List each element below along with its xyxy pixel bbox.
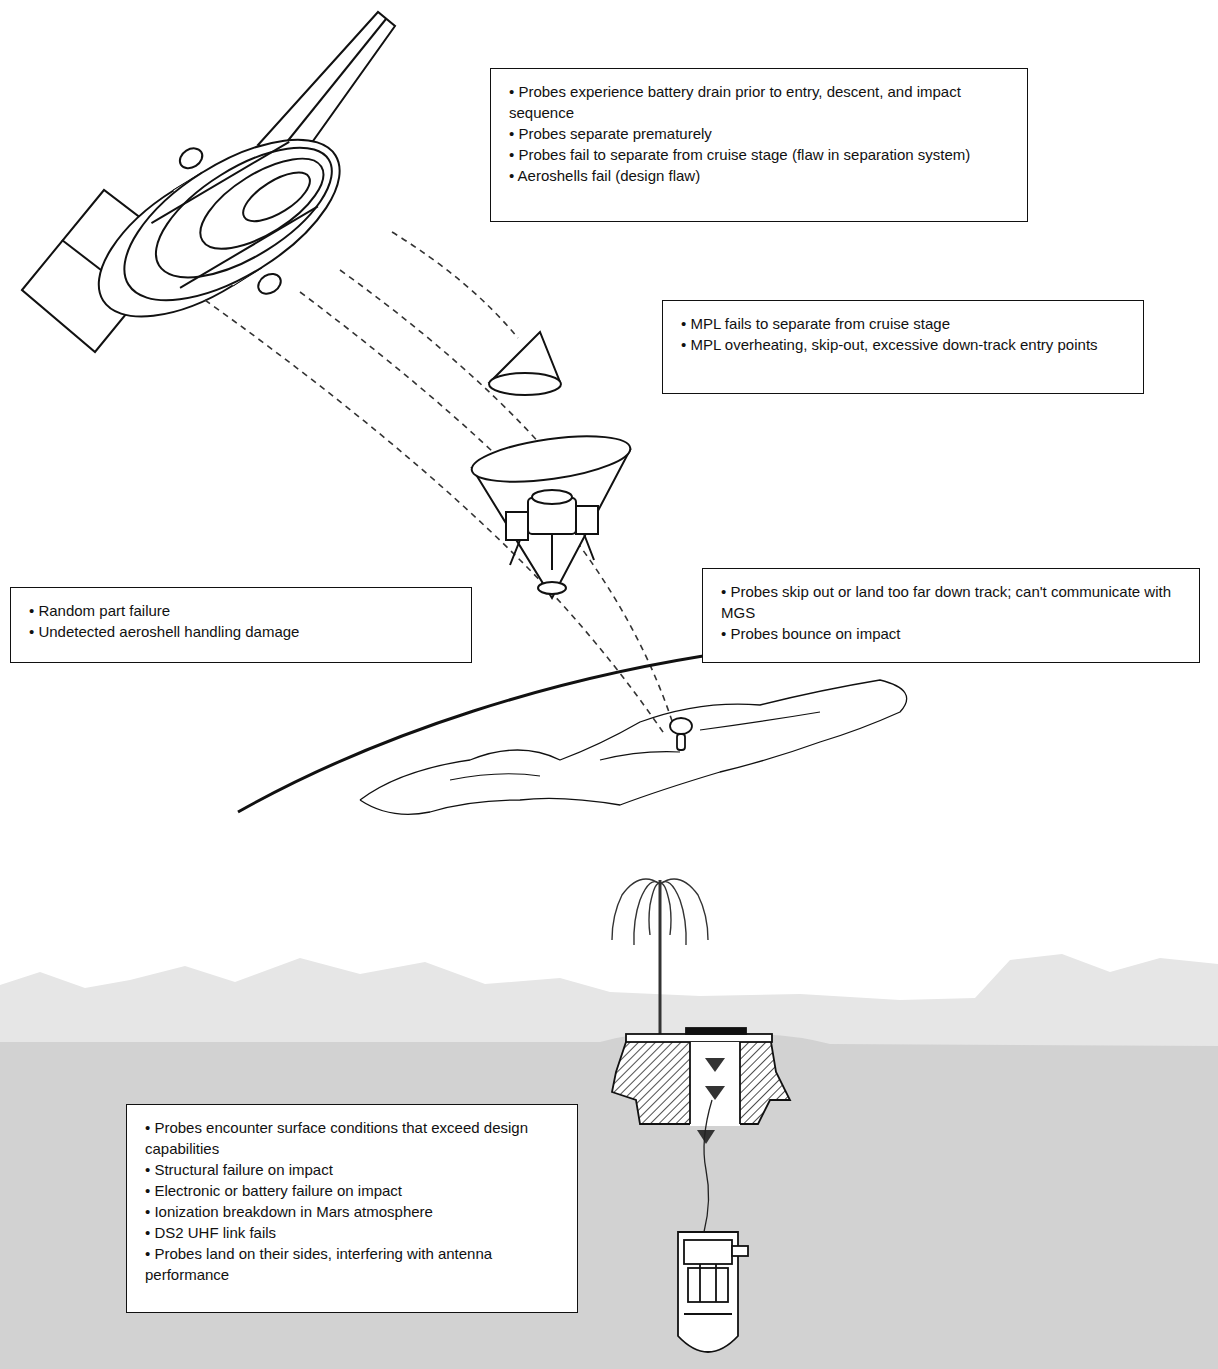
mpl-capsule [576, 506, 598, 534]
cruise-stage [99, 108, 365, 332]
probe-aftbody [686, 1028, 746, 1034]
probe-aftbody [626, 1034, 772, 1042]
cruise-stage [136, 122, 352, 303]
cruise-stage [151, 138, 289, 226]
landed-probe [670, 718, 692, 734]
trajectory-line [392, 232, 518, 338]
mpl-capsule [538, 582, 566, 594]
landed-probe [677, 734, 685, 750]
bullet-text: • DS2 UHF link fails [145, 1222, 559, 1243]
probe-aftbody [689, 1042, 691, 1124]
bullet-text: • Probes separate prematurely [509, 123, 1009, 144]
probe-forebody [678, 1232, 738, 1352]
callout-box: • MPL fails to separate from cruise stag… [662, 300, 1144, 394]
antenna [649, 883, 660, 935]
descent-arrow [697, 1130, 715, 1144]
surface-scene [0, 954, 1218, 1369]
probe-forebody [688, 1268, 728, 1302]
bullet-text: • Probes land on their sides, interferin… [145, 1243, 559, 1285]
cruise-stage [180, 203, 318, 291]
probe-forebody [678, 1232, 748, 1352]
descent-arrow [697, 1058, 725, 1144]
tether [704, 1100, 712, 1232]
solar-panel [258, 12, 395, 162]
probe-forebody [684, 1240, 732, 1264]
surface-scene [0, 1034, 1218, 1369]
mars-limb [360, 680, 907, 814]
bullet-text: • Probes skip out or land too far down t… [721, 581, 1181, 623]
antenna [634, 882, 660, 945]
probe-aeroshell [489, 373, 561, 395]
landed-probe [670, 718, 692, 750]
antenna [612, 879, 708, 1040]
cruise-stage [59, 85, 379, 371]
antenna [660, 882, 686, 945]
bullet-text: • MPL overheating, skip-out, excessive d… [681, 334, 1125, 355]
cruise-stage [236, 163, 317, 230]
bullet-text: • Probes encounter surface conditions th… [145, 1117, 559, 1159]
callout-box: • Probes skip out or land too far down t… [702, 568, 1200, 663]
mars-limb [238, 652, 907, 814]
bullet-text: • Random part failure [29, 600, 453, 621]
mpl-capsule [532, 490, 572, 504]
callout-box: • Probes experience battery drain prior … [490, 68, 1028, 222]
callout-box: • Random part failure• Undetected aerosh… [10, 587, 472, 663]
probe-aeroshell [489, 332, 561, 395]
antenna [660, 883, 671, 935]
cruise-stage [176, 144, 206, 172]
bullet-text: • Ionization breakdown in Mars atmospher… [145, 1201, 559, 1222]
antenna [612, 879, 660, 940]
mpl-capsule [510, 534, 594, 570]
probe-aftbody [690, 1042, 740, 1126]
bullet-text: • Probes fail to separate from cruise st… [509, 144, 1009, 165]
callout-box: • Probes encounter surface conditions th… [126, 1104, 578, 1313]
descent-arrow [705, 1058, 725, 1072]
probe-forebody [715, 1264, 717, 1302]
bullet-text: • Probes bounce on impact [721, 623, 1181, 644]
probe-aftbody [612, 1028, 790, 1126]
solar-panel [22, 12, 395, 352]
mpl-capsule [469, 428, 633, 598]
probe-aftbody [739, 1042, 741, 1124]
bullet-text: • Aeroshells fail (design flaw) [509, 165, 1009, 186]
solar-panel [278, 19, 386, 153]
probe-forebody [699, 1264, 701, 1302]
trajectory-line [300, 292, 675, 730]
trajectory-line [205, 300, 665, 735]
bullet-text: • Undetected aeroshell handling damage [29, 621, 453, 642]
bullet-text: • Probes experience battery drain prior … [509, 81, 1009, 123]
mpl-capsule [469, 428, 633, 490]
cruise-stage [187, 141, 338, 266]
antenna [660, 879, 708, 940]
bullet-text: • Electronic or battery failure on impac… [145, 1180, 559, 1201]
descent-arrow [705, 1086, 725, 1100]
tether [704, 1100, 712, 1232]
mpl-capsule [506, 512, 528, 540]
mars-limb [238, 652, 730, 812]
probe-forebody [684, 1313, 732, 1315]
antenna [659, 880, 662, 1040]
mars-limb [450, 712, 820, 780]
bullet-text: • MPL fails to separate from cruise stag… [681, 313, 1125, 334]
cruise-stage [255, 270, 285, 298]
bullet-text: • Structural failure on impact [145, 1159, 559, 1180]
probe-forebody [732, 1246, 748, 1256]
